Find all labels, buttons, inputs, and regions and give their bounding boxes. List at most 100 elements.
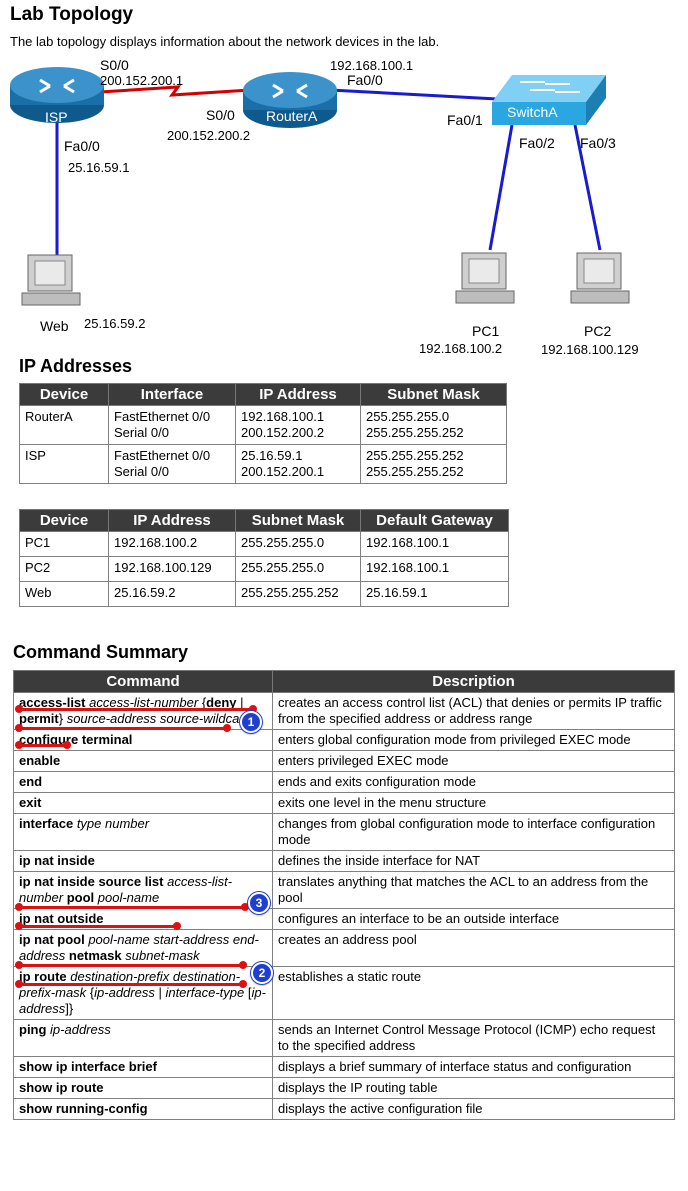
isp-fa00-label: Fa0/0 bbox=[64, 138, 100, 154]
cell-command: interface type number bbox=[13, 813, 273, 851]
table-row: Web 25.16.59.2 255.255.255.252 25.16.59.… bbox=[19, 581, 509, 607]
command-token: | bbox=[240, 695, 244, 710]
table-row: ip nat inside source list access-list-nu… bbox=[13, 871, 675, 909]
cell-description: displays the active configuration file bbox=[272, 1098, 675, 1120]
command-token: source-address source-wildcard bbox=[66, 711, 251, 726]
cell-command: show ip route bbox=[13, 1077, 273, 1099]
command-token: { bbox=[201, 695, 207, 710]
col-subnet-mask: Subnet Mask bbox=[360, 383, 507, 406]
command-token: ip nat inside bbox=[19, 853, 95, 868]
command-token: destination-prefix destination-prefix-ma… bbox=[19, 969, 241, 1000]
cell-command: show running-config bbox=[13, 1098, 273, 1120]
cell-description: ends and exits configuration mode bbox=[272, 771, 675, 793]
command-token: ip-address bbox=[50, 1022, 111, 1037]
cell-gateway: 192.168.100.1 bbox=[360, 531, 509, 557]
ip-addresses-title: IP Addresses bbox=[19, 356, 133, 376]
table-row: PC1 192.168.100.2 255.255.255.0 192.168.… bbox=[19, 531, 509, 557]
router-s00-label: S0/0 bbox=[206, 107, 235, 123]
annotation-underline bbox=[15, 922, 181, 930]
command-token: end bbox=[19, 774, 43, 789]
command-token: } bbox=[58, 711, 67, 726]
cell-device: ISP bbox=[19, 444, 109, 484]
table-row: ip nat pool pool-name start-address end-… bbox=[13, 929, 675, 967]
annotation-underline bbox=[15, 903, 249, 911]
command-token: ip-address bbox=[19, 985, 266, 1016]
command-token: access-list bbox=[19, 695, 90, 710]
cell-description: exits one level in the menu structure bbox=[272, 792, 675, 814]
command-token: ip nat inside source list bbox=[19, 874, 168, 889]
command-token: subnet-mask bbox=[125, 948, 200, 963]
command-token: ip nat outside bbox=[19, 911, 104, 926]
web-pc-icon bbox=[21, 254, 81, 306]
isp-s00-label: S0/0 bbox=[100, 57, 129, 73]
cell-description: enters global configuration mode from pr… bbox=[272, 729, 675, 751]
cell-device: PC2 bbox=[19, 556, 109, 582]
col-description: Description bbox=[272, 670, 675, 693]
router-s00-ip: 200.152.200.2 bbox=[167, 128, 251, 143]
pc2-label: PC2 bbox=[584, 323, 612, 339]
cell-gateway: 25.16.59.1 bbox=[360, 581, 509, 607]
routera-label: RouterA bbox=[266, 108, 318, 124]
annotation-underline bbox=[15, 980, 247, 988]
col-command: Command bbox=[13, 670, 273, 693]
command-token: type number bbox=[76, 816, 150, 831]
switcha-label: SwitchA bbox=[507, 104, 558, 120]
switch-pc1-link bbox=[488, 124, 514, 251]
pc1-icon bbox=[455, 252, 515, 304]
command-token: [ bbox=[247, 985, 252, 1000]
router-switch-link bbox=[329, 88, 498, 101]
annotation-underline bbox=[15, 705, 257, 713]
topology-diagram bbox=[10, 67, 630, 306]
cell-command: ip nat inside source list access-list-nu… bbox=[13, 871, 273, 909]
cell-command: ip route destination-prefix destination-… bbox=[13, 966, 273, 1020]
command-token: show running-config bbox=[19, 1101, 148, 1116]
col-ip-address: IP Address bbox=[108, 509, 236, 532]
pc2-ip: 192.168.100.129 bbox=[541, 342, 639, 357]
command-summary-title: Command Summary bbox=[13, 642, 189, 662]
command-token: show ip route bbox=[19, 1080, 104, 1095]
cell-description: creates an access control list (ACL) tha… bbox=[272, 692, 675, 730]
cell-ip: 192.168.100.2 bbox=[108, 531, 236, 557]
col-default-gateway: Default Gateway bbox=[360, 509, 509, 532]
command-token: access-list-number bbox=[89, 695, 202, 710]
command-token: interface-type bbox=[165, 985, 248, 1000]
cell-mask: 255.255.255.0 bbox=[235, 556, 361, 582]
command-token: ping bbox=[19, 1022, 51, 1037]
col-interface: Interface bbox=[108, 383, 236, 406]
router-fa00-ip: 192.168.100.1 bbox=[330, 58, 414, 73]
annotation-badge-3: 3 bbox=[248, 892, 270, 914]
cell-description: establishes a static route bbox=[272, 966, 675, 1020]
cell-command: access-list access-list-number {deny | p… bbox=[13, 692, 273, 730]
cell-device: Web bbox=[19, 581, 109, 607]
col-device: Device bbox=[19, 383, 109, 406]
switch-fa03-label: Fa0/3 bbox=[580, 135, 616, 151]
switch-fa02-label: Fa0/2 bbox=[519, 135, 555, 151]
cell-command: exit bbox=[13, 792, 273, 814]
serial-link bbox=[99, 85, 251, 97]
isp-label: ISP bbox=[45, 109, 68, 125]
command-token: ]} bbox=[65, 1001, 74, 1016]
cell-description: configures an interface to be an outside… bbox=[272, 908, 675, 930]
annotation-underline bbox=[15, 741, 71, 749]
cell-description: displays a brief summary of interface st… bbox=[272, 1056, 675, 1078]
pc2-icon bbox=[570, 252, 630, 304]
command-token: netmask bbox=[68, 948, 126, 963]
command-token: ip route bbox=[19, 969, 71, 984]
cell-description: sends an Internet Control Message Protoc… bbox=[272, 1019, 675, 1057]
routera-router-icon bbox=[243, 72, 337, 128]
pc1-label: PC1 bbox=[472, 323, 500, 339]
table-row: end ends and exits configuration mode bbox=[13, 771, 675, 793]
command-token: configure terminal bbox=[19, 732, 133, 747]
command-token: pool-name bbox=[97, 890, 160, 905]
switcha-switch-icon bbox=[492, 75, 606, 125]
